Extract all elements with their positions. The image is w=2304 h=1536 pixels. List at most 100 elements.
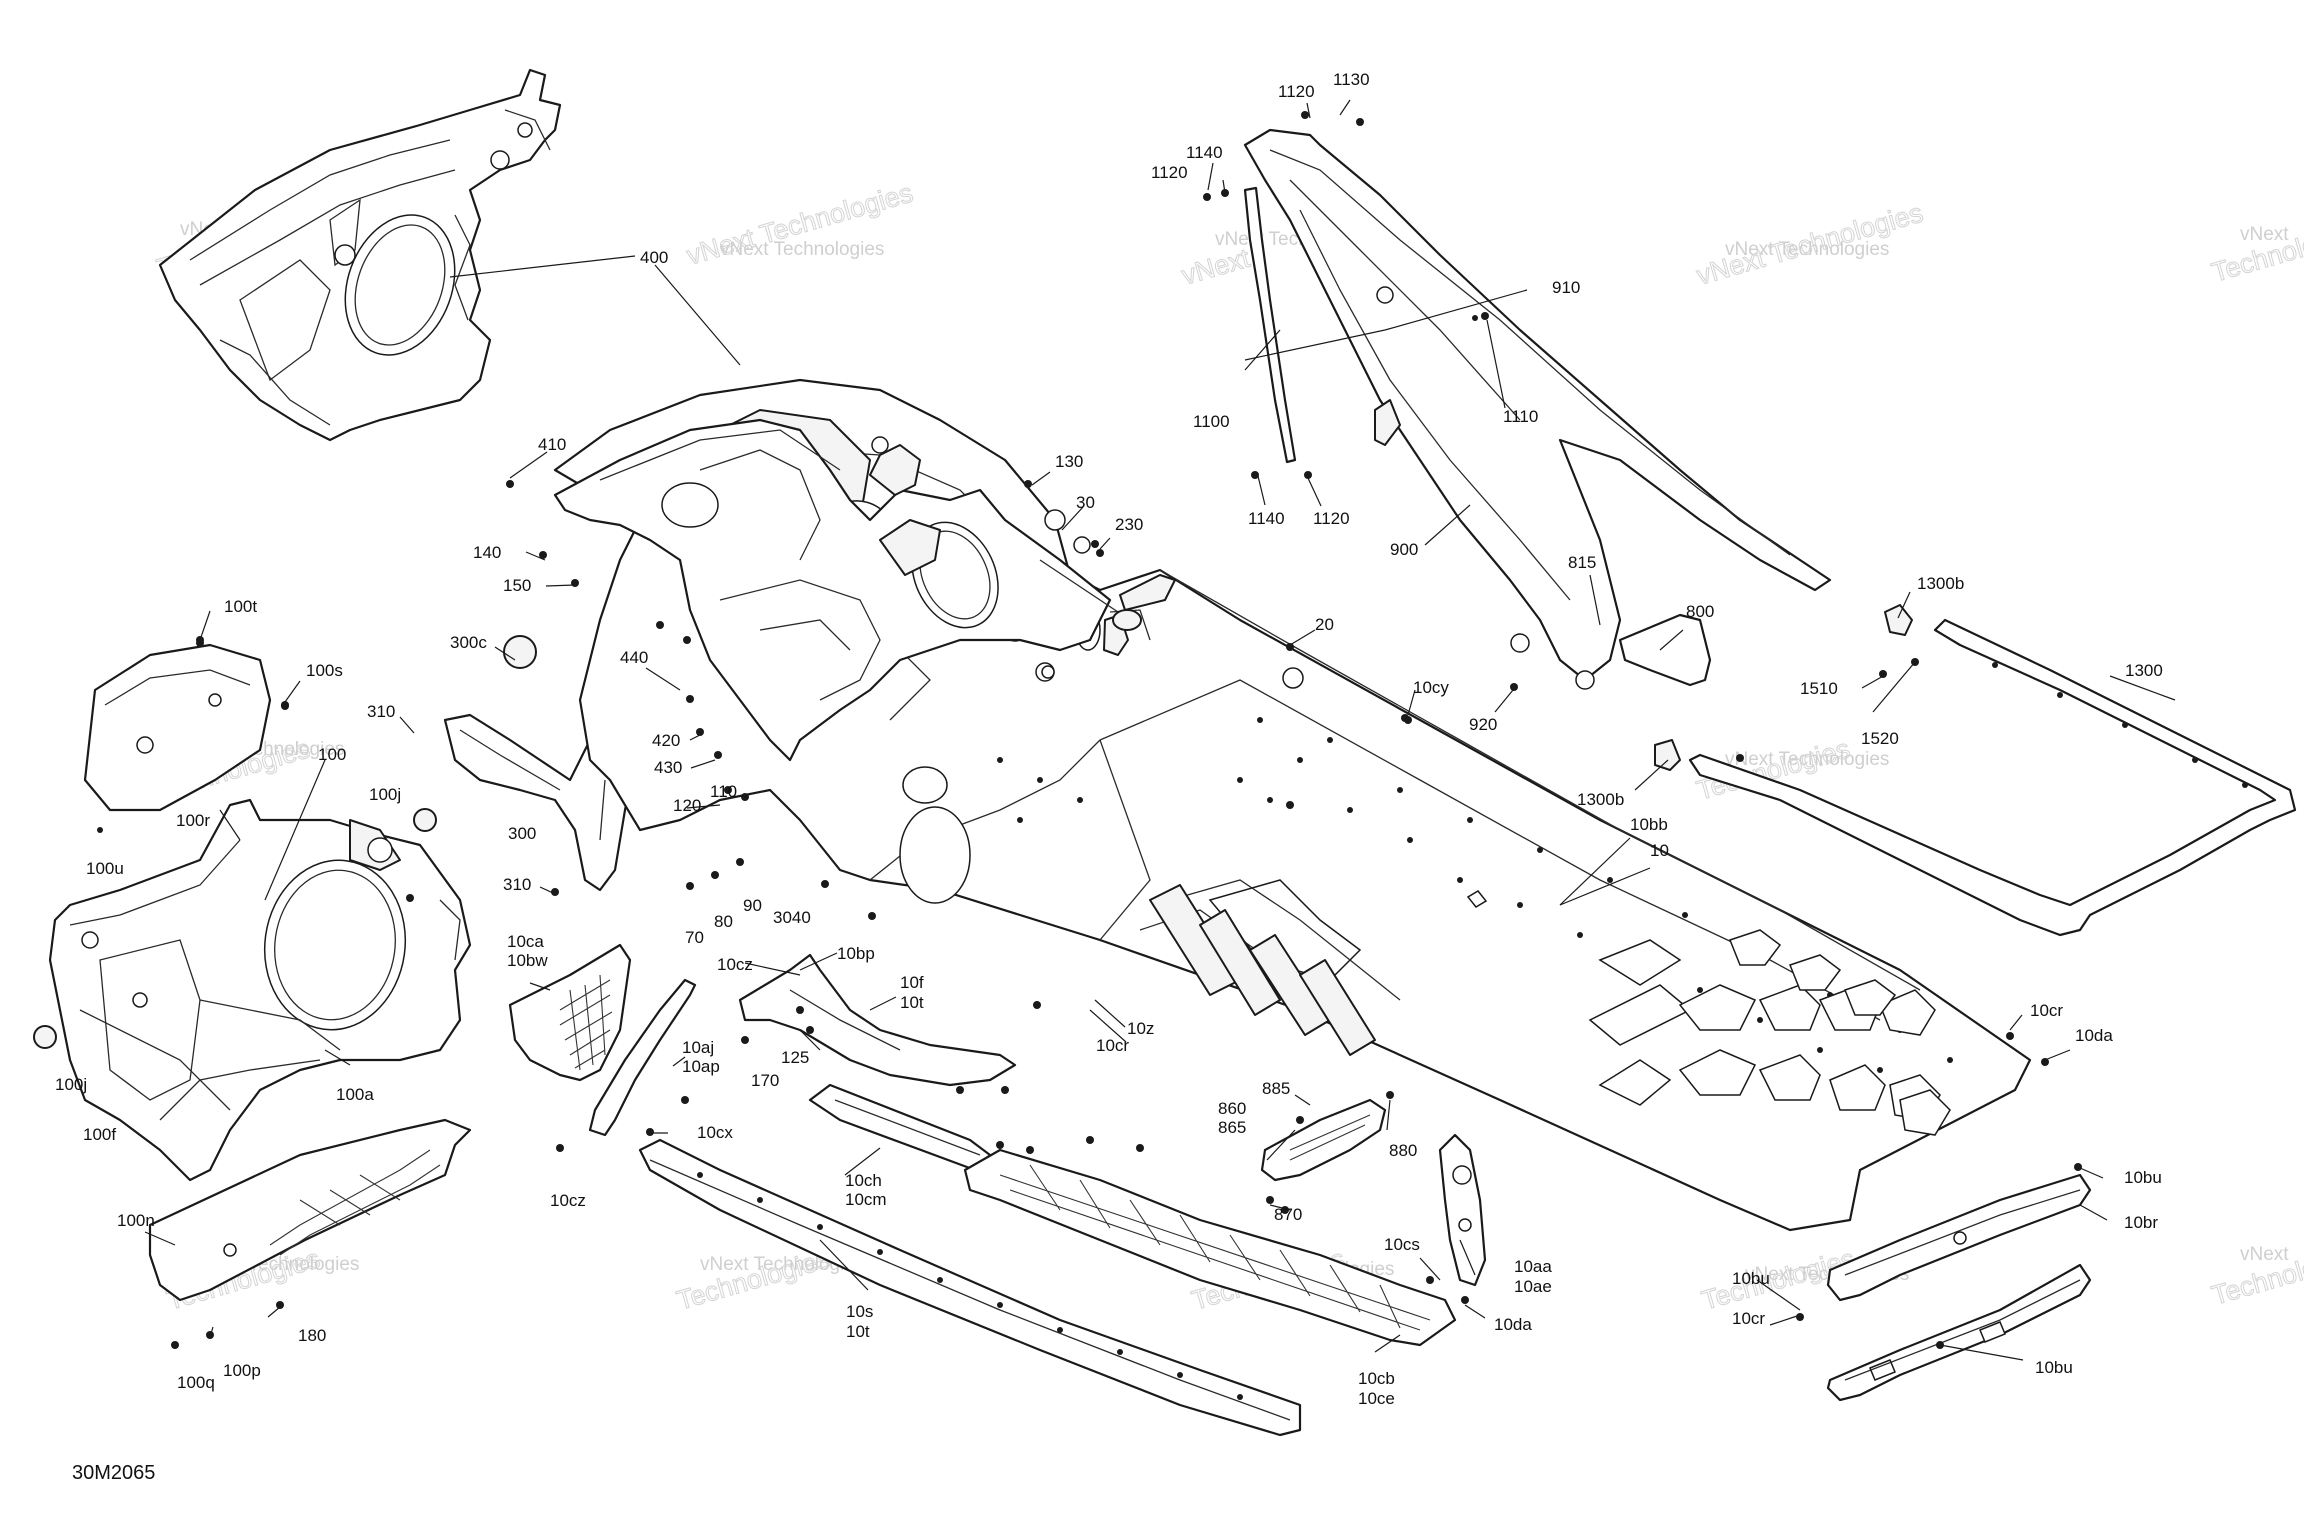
callout-label: 1110 — [1503, 407, 1538, 426]
callout-label: 1120 — [1313, 509, 1350, 528]
callout-label: 1100 — [1193, 412, 1230, 431]
callout-label: 130 — [1055, 452, 1083, 471]
front-frame-100 — [48, 798, 472, 1182]
callout-label: 300 — [508, 824, 536, 843]
front-upper-frame-400 — [158, 68, 562, 442]
callout-label: 10cr — [1732, 1309, 1765, 1328]
rear-bumper-1300 — [1688, 618, 2297, 937]
callout-label: 140 — [473, 543, 501, 562]
callout-label: 10bu — [2124, 1168, 2162, 1187]
callout-label: 10aa — [1514, 1257, 1552, 1276]
callout-label: 20 — [1315, 615, 1334, 634]
figure-id: 30M2065 — [72, 1462, 155, 1484]
callout-label: 110 — [710, 782, 737, 801]
front-plate-100t — [83, 636, 289, 812]
support-rod-10aj — [588, 978, 697, 1137]
callout-label: 920 — [1469, 715, 1497, 734]
callout-label: 870 — [1274, 1205, 1302, 1224]
cross-member-10bu — [1826, 1263, 2092, 1402]
callout-label: 10da — [1494, 1315, 1532, 1334]
callout-label: 180 — [298, 1326, 326, 1345]
callout-label: 10f — [900, 973, 924, 992]
callout-label: 10cx — [697, 1123, 733, 1142]
callout-label: 100s — [306, 661, 343, 680]
callout-label: 860 — [1218, 1099, 1246, 1118]
callout-label: 10cs — [1384, 1235, 1420, 1254]
callout-label: 100p — [223, 1361, 261, 1380]
callout-label: 885 — [1262, 1079, 1290, 1098]
callout-label: 100 — [318, 745, 346, 764]
callout-label: 310 — [367, 702, 395, 721]
callout-label: 900 — [1390, 540, 1418, 559]
plugs-100j — [33, 808, 437, 1049]
callout-label: 815 — [1568, 553, 1596, 572]
callout-label: 10bp — [837, 944, 875, 963]
callout-label: 10bu — [1732, 1269, 1770, 1288]
front-bracket-100n — [148, 1118, 472, 1349]
bracket-800 — [1618, 613, 1712, 687]
callout-label: 150 — [503, 576, 531, 595]
callout-label: 10z — [1127, 1019, 1154, 1038]
callout-label: 10cm — [845, 1190, 887, 1209]
callout-label: 10ca — [507, 932, 544, 951]
callout-label: 10ae — [1514, 1277, 1552, 1296]
callout-label: 10aj — [682, 1038, 714, 1057]
callout-label: 1300 — [2125, 661, 2163, 680]
callout-label: 1520 — [1861, 729, 1899, 748]
callout-label: 10t — [900, 993, 924, 1012]
callout-label: 10bw — [507, 951, 548, 970]
callout-label: 310 — [503, 875, 531, 894]
callout-label: 400 — [640, 248, 668, 267]
callout-label: 1120 — [1151, 163, 1188, 182]
callout-label: 100j — [369, 785, 401, 804]
callout-label: 910 — [1552, 278, 1580, 297]
tunnel-louvres — [1149, 884, 1376, 1056]
tie-rod-1100 — [1243, 186, 1297, 464]
running-board-10ch — [808, 1083, 992, 1172]
tunnel-holes — [997, 717, 1953, 1073]
callout-label: 410 — [538, 435, 566, 454]
callout-label: 230 — [1115, 515, 1143, 534]
callout-label: 10ch — [845, 1171, 882, 1190]
callout-label: 100t — [224, 597, 257, 616]
bumper-caps-1300b — [1654, 604, 1913, 771]
bumper-rail-10s — [638, 1138, 1302, 1437]
watermark-text: vNext Technologies — [1725, 239, 1889, 260]
callout-label: 10t — [846, 1322, 870, 1341]
callout-label: 90 — [743, 896, 762, 915]
callout-label: 125 — [781, 1048, 809, 1067]
callout-label: 1300b — [1917, 574, 1964, 593]
callout-label: 1140 — [1248, 509, 1285, 528]
callout-label: 1510 — [1800, 679, 1838, 698]
watermark-text: vNext Technologies — [720, 239, 884, 260]
callout-label: 10cb — [1358, 1369, 1395, 1388]
callout-labels: 400 410 140 150 300c 440 420 430 120 110… — [55, 70, 2163, 1408]
callout-label: 10cz — [717, 955, 753, 974]
cross-member-10br — [1826, 1173, 2092, 1302]
callout-label: 440 — [620, 648, 648, 667]
callout-label: 10br — [2124, 1213, 2158, 1232]
callout-label: 300c — [450, 633, 487, 652]
callout-label: 100u — [86, 859, 124, 878]
callout-label: 10da — [2075, 1026, 2113, 1045]
callout-label: 10ap — [682, 1057, 720, 1076]
bracket-10aa — [1438, 1133, 1487, 1287]
callout-label: 1140 — [1186, 143, 1223, 162]
callout-label: 80 — [714, 912, 733, 931]
watermark-text: vNext — [2240, 1244, 2289, 1265]
watermark-text: vNext Technologies — [1725, 749, 1889, 770]
callout-label: 420 — [652, 731, 680, 750]
watermark-text: vNext — [2240, 224, 2289, 245]
callout-label: 100q — [177, 1373, 215, 1392]
callout-label: 30 — [1076, 493, 1095, 512]
callout-label: 865 — [1218, 1118, 1246, 1137]
callout-label: 10cy — [1413, 678, 1449, 697]
callout-label: 430 — [654, 758, 682, 777]
callout-label: 10bb — [1630, 815, 1668, 834]
bumper-bracket-bolts — [1992, 662, 2248, 788]
callout-label: 100a — [336, 1085, 374, 1104]
running-board-10cb — [963, 1148, 1457, 1347]
callout-label: 70 — [685, 928, 704, 947]
